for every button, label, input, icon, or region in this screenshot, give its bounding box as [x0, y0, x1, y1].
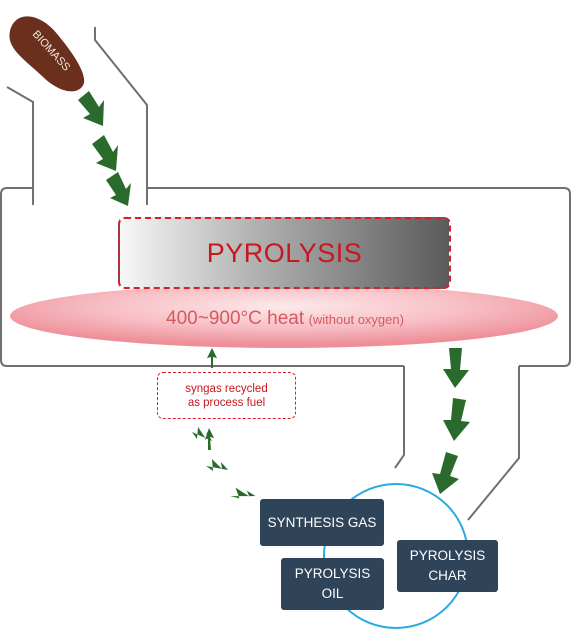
feed-arrow: [78, 91, 104, 126]
recycle-arrow: [206, 459, 228, 471]
output-arrow: [443, 348, 469, 388]
pyrolysis-label: PYROLYSIS: [206, 237, 363, 268]
pyrolysis-oil-line1: PYROLYSIS: [294, 566, 371, 581]
pyrolysis-char-line2: CHAR: [428, 568, 467, 583]
synthesis-gas-box: SYNTHESIS GAS: [260, 499, 384, 546]
recycle-note-line2: as process fuel: [187, 396, 266, 409]
recycle-note-box: syngas recycled as process fuel: [157, 372, 296, 419]
pyrolysis-char-line1: PYROLYSIS: [409, 548, 486, 563]
pyrolysis-oil-line2: OIL: [321, 586, 344, 601]
heat-zone: [10, 284, 558, 348]
outlet-chute-left: [394, 366, 405, 469]
feed-arrows: [78, 91, 131, 206]
recycle-arrows: [192, 348, 256, 499]
heat-label: 400~900°C heat: [166, 308, 305, 329]
recycle-arrow: [230, 487, 256, 499]
pyrolysis-char-box: PYROLYSIS CHAR: [397, 540, 498, 592]
synthesis-gas-label: SYNTHESIS GAS: [267, 514, 377, 530]
feed-arrow: [106, 172, 131, 206]
reactor-body: [0, 187, 571, 367]
output-arrow: [432, 452, 459, 494]
output-arrows: [432, 348, 470, 494]
pyrolysis-oil-box: PYROLYSIS OIL: [281, 558, 384, 610]
feed-arrow: [92, 135, 118, 171]
reactor-outline: [6, 86, 34, 205]
pyrolysis-process-box: PYROLYSIS: [118, 217, 451, 289]
recycle-arrow: [207, 348, 217, 368]
heat-caption: 400~900°C heat (without oxygen): [10, 308, 560, 330]
recycle-arrow-lower: [205, 428, 214, 450]
outlet-chute-right: [467, 366, 520, 521]
heat-note: (without oxygen): [308, 312, 404, 327]
recycle-note-line1: syngas recycled: [185, 382, 268, 395]
biomass-icon: [9, 16, 85, 92]
output-arrow: [443, 398, 470, 441]
feed-chute-right: [94, 27, 148, 205]
